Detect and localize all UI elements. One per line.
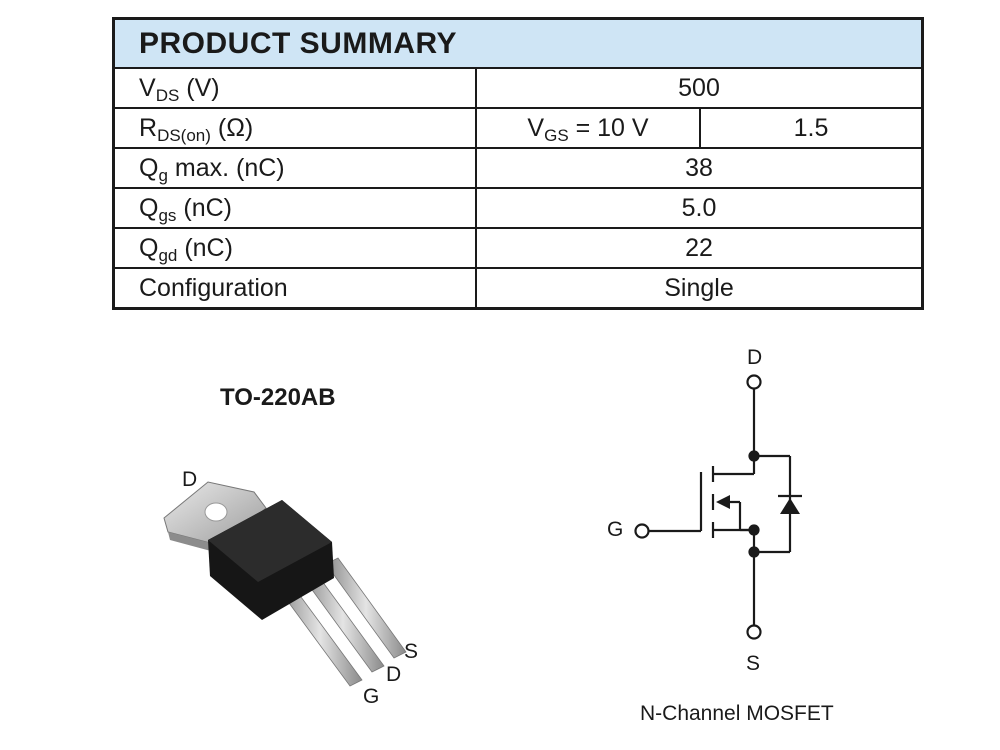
schematic-gate-label: G bbox=[607, 518, 624, 541]
to220-package-drawing bbox=[163, 481, 407, 687]
mosfet-schematic-symbol bbox=[634, 374, 802, 640]
table-row: Configuration Single bbox=[112, 267, 924, 310]
table-header-row: PRODUCT SUMMARY bbox=[112, 17, 924, 69]
row-label-qgd: Qgd (nC) bbox=[112, 227, 477, 269]
package-title: TO-220AB bbox=[220, 384, 336, 411]
row-label-rdson: RDS(on) (Ω) bbox=[112, 107, 477, 149]
schematic-source-label: S bbox=[746, 652, 761, 675]
row-label-qg: Qg max. (nC) bbox=[112, 147, 477, 189]
package-gate-pin-label: G bbox=[363, 685, 380, 708]
table-row: Qgd (nC) 22 bbox=[112, 227, 924, 269]
row-value-qg: 38 bbox=[475, 147, 924, 189]
package-tab-drain-label: D bbox=[182, 468, 198, 491]
row-value-vds: 500 bbox=[475, 67, 924, 109]
table-row: VDS (V) 500 bbox=[112, 67, 924, 109]
table-row: Qgs (nC) 5.0 bbox=[112, 187, 924, 229]
product-summary-table: PRODUCT SUMMARY VDS (V) 500 RDS(on) (Ω) … bbox=[112, 17, 924, 310]
row-value-configuration: Single bbox=[475, 267, 924, 310]
schematic-caption: N-Channel MOSFET bbox=[640, 702, 834, 725]
row-value-qgd: 22 bbox=[475, 227, 924, 269]
package-drain-pin-label: D bbox=[386, 663, 402, 686]
row-condition-vgs: VGS = 10 V bbox=[475, 107, 701, 149]
row-label-configuration: Configuration bbox=[112, 267, 477, 310]
row-label-qgs: Qgs (nC) bbox=[112, 187, 477, 229]
schematic-drain-label: D bbox=[747, 346, 763, 369]
row-label-vds: VDS (V) bbox=[112, 67, 477, 109]
table-row: Qg max. (nC) 38 bbox=[112, 147, 924, 189]
package-source-pin-label: S bbox=[404, 640, 419, 663]
table-title: PRODUCT SUMMARY bbox=[112, 17, 924, 69]
row-value-rdson: 1.5 bbox=[699, 107, 924, 149]
table-row: RDS(on) (Ω) VGS = 10 V 1.5 bbox=[112, 107, 924, 149]
row-value-qgs: 5.0 bbox=[475, 187, 924, 229]
